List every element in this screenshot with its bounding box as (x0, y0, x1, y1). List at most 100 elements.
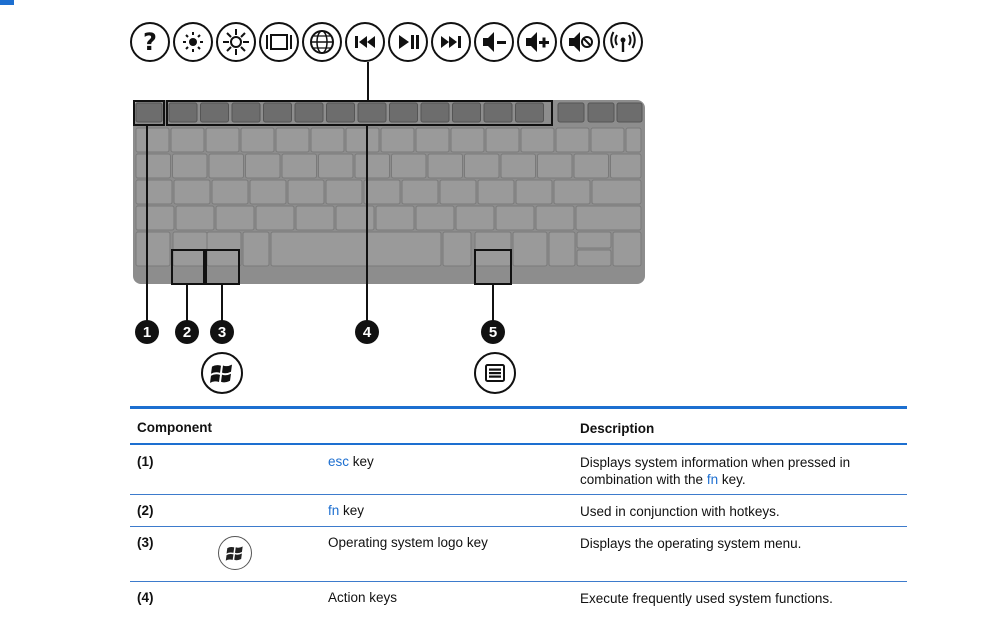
windows-logo-icon (218, 536, 252, 570)
keyboard-key (555, 127, 590, 153)
table-row: (3) Operating system logo key Displays t… (130, 527, 907, 582)
keyboard-key (135, 179, 173, 205)
header-description: Description (580, 421, 655, 436)
keyboard-key (477, 179, 515, 205)
keyboard-key (485, 127, 520, 153)
arrow-right-key (612, 231, 642, 267)
keyboard-key (450, 127, 485, 153)
keyboard-key (275, 127, 310, 153)
keyboard-key (170, 127, 205, 153)
keyboard-key (591, 179, 642, 205)
fn-key-highlight (171, 249, 205, 285)
row-description-b: key. (718, 472, 746, 487)
keyboard-key (415, 127, 450, 153)
keyboard-key (135, 231, 171, 267)
keyboard-key (295, 205, 335, 231)
function-row-key (616, 102, 643, 123)
esc-key-highlight (133, 100, 165, 126)
keyboard-key (205, 127, 240, 153)
function-row-key (557, 102, 585, 123)
action-key (263, 102, 292, 123)
row-component-suffix: key (339, 503, 365, 518)
keyboard-key (335, 205, 375, 231)
action-key (168, 102, 198, 123)
keyboard-key (318, 153, 354, 179)
brightness-down-icon (173, 22, 213, 62)
action-key (420, 102, 450, 123)
volume-down-icon (474, 22, 514, 62)
windows-key-highlight (205, 249, 240, 285)
keyboard-key (135, 153, 171, 179)
keyboard-key (175, 205, 215, 231)
action-key (357, 102, 387, 123)
keyboard-key (464, 153, 500, 179)
volume-up-icon (517, 22, 557, 62)
keyboard-key (375, 205, 415, 231)
arrow-up-key (576, 231, 612, 249)
svg-text:?: ? (143, 28, 157, 56)
keyboard-key (172, 153, 208, 179)
keyboard-key (439, 179, 477, 205)
keyboard-key (208, 153, 244, 179)
keyboard-key (401, 179, 439, 205)
row-component: Operating system logo key (328, 535, 488, 550)
wireless-icon (603, 22, 643, 62)
arrow-left-key (548, 231, 576, 267)
row-component: fn key (328, 503, 364, 518)
keyboard-key (515, 179, 553, 205)
keyboard-key (427, 153, 463, 179)
keyboard-key (354, 153, 390, 179)
help-icon: ? (130, 22, 170, 62)
keyboard-key (500, 153, 536, 179)
action-key (200, 102, 229, 123)
row-description-a: Displays system information when pressed… (580, 455, 851, 487)
table-row: (1) esc key Displays system information … (130, 445, 907, 495)
keyboard-key (310, 127, 345, 153)
windows-logo-icon (201, 352, 243, 394)
row-description: Displays the operating system menu. (580, 536, 802, 551)
callout-5-leader (492, 285, 494, 322)
keyboard-key (173, 179, 211, 205)
term-fn: fn (706, 472, 719, 487)
action-key (515, 102, 544, 123)
row-number: (1) (137, 454, 154, 469)
row-component-suffix: key (349, 454, 374, 469)
action-keys-top-leader (367, 62, 369, 100)
action-key (294, 102, 324, 123)
keyboard-key (553, 179, 591, 205)
keyboard-key (575, 205, 642, 231)
row-description: Displays system information when pressed… (580, 454, 890, 488)
play-pause-icon (388, 22, 428, 62)
keyboard-key (281, 153, 317, 179)
ctrl-key (512, 231, 548, 267)
row-description: Used in conjunction with hotkeys. (580, 504, 780, 519)
keyboard-key (537, 153, 573, 179)
action-key (452, 102, 481, 123)
keyboard-key (287, 179, 325, 205)
row-number: (4) (137, 590, 154, 605)
callout-3: 3 (210, 320, 234, 344)
function-row-key (587, 102, 615, 123)
keyboard-key (363, 179, 401, 205)
brightness-up-icon (216, 22, 256, 62)
row-component: esc key (328, 454, 374, 469)
table-top-rule (130, 406, 907, 409)
callout-2: 2 (175, 320, 199, 344)
callout-2-leader (186, 285, 188, 322)
menu-key-icon (474, 352, 516, 394)
header-component: Component (137, 420, 212, 435)
keyboard-key (495, 205, 535, 231)
component-table: Component Description (1) esc key Displa… (130, 406, 907, 622)
arrow-down-key (576, 249, 612, 267)
keyboard-key (240, 127, 275, 153)
callout-1: 1 (135, 320, 159, 344)
keyboard-key (249, 179, 287, 205)
table-header: Component Description (130, 409, 907, 445)
callout-5: 5 (481, 320, 505, 344)
keyboard-key (211, 179, 249, 205)
next-track-icon (431, 22, 471, 62)
hotkey-icon-strip: ? (130, 22, 646, 62)
keyboard-key (455, 205, 495, 231)
keyboard-key (625, 127, 642, 153)
keyboard-key (535, 205, 575, 231)
